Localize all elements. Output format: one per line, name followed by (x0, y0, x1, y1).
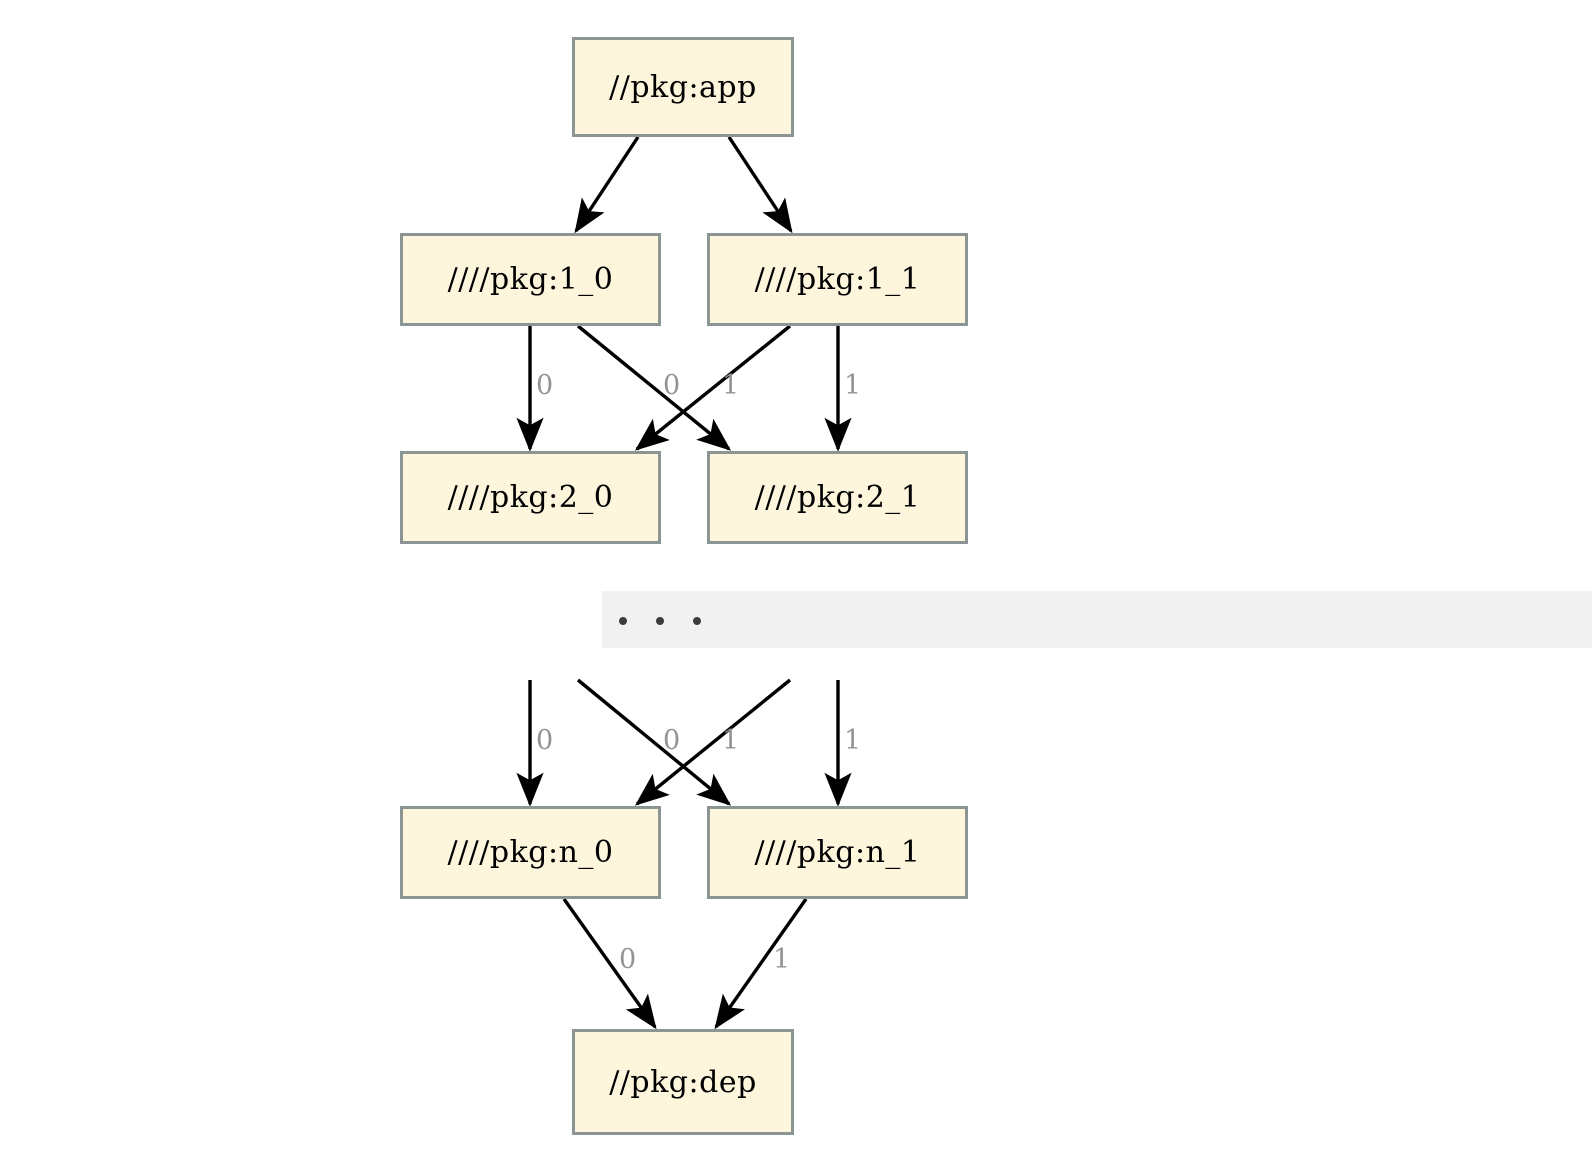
node-label: ////pkg:2_0 (447, 480, 614, 515)
edge-label: 0 (536, 725, 554, 756)
node-label: ////pkg:n_0 (447, 835, 614, 870)
node-pkg-2-0[interactable]: ////pkg:2_0 (400, 451, 661, 544)
edge-arrow (714, 898, 808, 1030)
edge-label: 1 (722, 725, 740, 756)
node-label: //pkg:dep (609, 1064, 757, 1100)
edge-lines (516, 136, 852, 1030)
edge-arrow (562, 898, 657, 1030)
edge-label: 1 (773, 944, 791, 975)
edge-label: 1 (844, 725, 862, 756)
node-pkg-app[interactable]: //pkg:app (572, 37, 794, 137)
edge-label: 0 (619, 944, 637, 975)
node-pkg-2-1[interactable]: ////pkg:2_1 (707, 451, 968, 544)
edge-label: 1 (844, 370, 862, 401)
edge-arrow (727, 136, 793, 234)
truncation-band (602, 591, 1592, 648)
node-label: //pkg:app (609, 69, 757, 105)
node-pkg-dep[interactable]: //pkg:dep (572, 1029, 794, 1135)
node-pkg-n-0[interactable]: ////pkg:n_0 (400, 806, 661, 899)
node-pkg-n-1[interactable]: ////pkg:n_1 (707, 806, 968, 899)
edge-arrow (634, 678, 792, 806)
edge-label: 0 (536, 370, 554, 401)
node-label: ////pkg:1_0 (447, 262, 614, 297)
edge-label: 0 (663, 725, 681, 756)
edge-arrow (574, 136, 640, 234)
edge-arrow (576, 678, 732, 806)
node-label: ////pkg:n_1 (754, 835, 921, 870)
edge-label: 1 (722, 370, 740, 401)
edge-arrow (634, 324, 792, 451)
ellipsis-icon (619, 617, 730, 625)
node-label: ////pkg:2_1 (754, 480, 921, 515)
node-pkg-1-0[interactable]: ////pkg:1_0 (400, 233, 661, 326)
edge-arrow (576, 324, 732, 451)
node-label: ////pkg:1_1 (754, 262, 921, 297)
node-pkg-1-1[interactable]: ////pkg:1_1 (707, 233, 968, 326)
edge-label: 0 (663, 370, 681, 401)
